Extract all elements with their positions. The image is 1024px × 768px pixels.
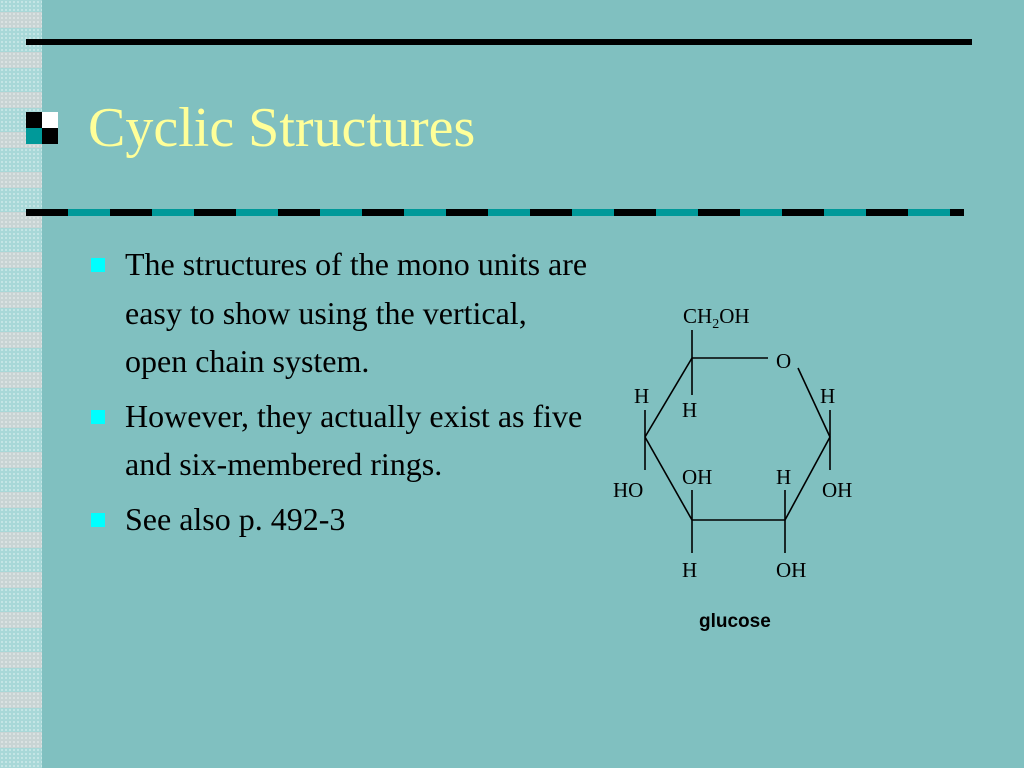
bullet-item: However, they actually exist as five and… [88, 392, 588, 489]
glucose-structure-diagram: CH2OH O H H H HO OH H OH H OH glucose [600, 290, 880, 640]
top-rule [26, 39, 972, 45]
c1-oh-label: OH [822, 478, 852, 502]
c4-ho-label: HO [613, 478, 643, 502]
c4-h-label: H [634, 384, 649, 408]
c1-h-label: H [820, 384, 835, 408]
bullet-text: However, they actually exist as five and… [125, 397, 583, 483]
c3-h-label: H [682, 558, 697, 582]
title-bullet-icon [26, 112, 58, 144]
square-bullet-icon [91, 409, 105, 424]
dashed-rule [26, 209, 964, 216]
bullet-item: See also p. 492-3 [88, 495, 588, 544]
bullet-item: The structures of the mono units are eas… [88, 240, 588, 386]
c2-h-label: H [776, 465, 791, 489]
c5-h-label: H [682, 398, 697, 422]
diagram-caption: glucose [699, 611, 771, 632]
square-bullet-icon [91, 258, 105, 272]
c2-oh-label: OH [776, 558, 806, 582]
bullet-list: The structures of the mono units are eas… [88, 240, 588, 549]
square-bullet-icon [91, 512, 105, 527]
bullet-text: See also p. 492-3 [125, 500, 346, 537]
ch2oh-label: CH2OH [683, 304, 750, 332]
c3-oh-label: OH [682, 465, 712, 489]
slide-title: Cyclic Structures [88, 97, 476, 159]
ring-bonds [644, 330, 831, 553]
ring-oxygen-label: O [776, 349, 791, 373]
bullet-text: The structures of the mono units are eas… [125, 246, 588, 379]
